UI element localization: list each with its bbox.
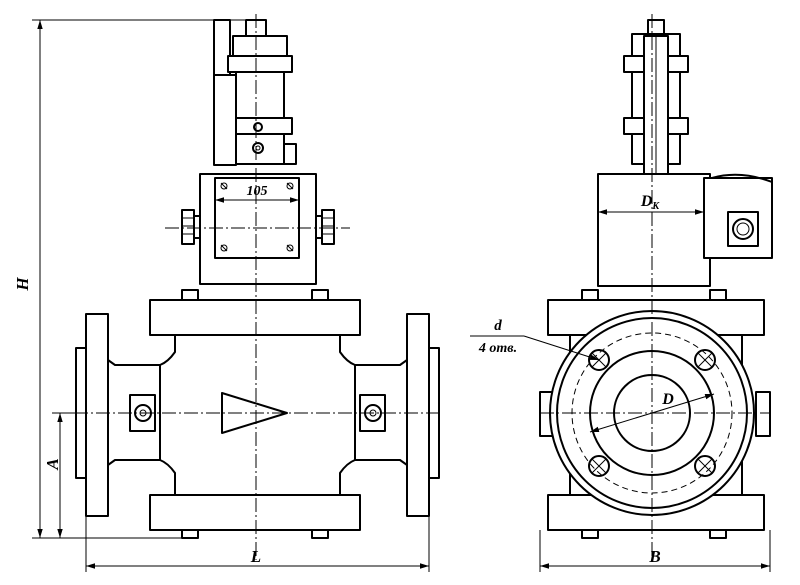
dim-label-A: A: [43, 458, 62, 470]
bolt-hole: [694, 349, 716, 371]
front-actuator: [213, 19, 297, 166]
side-actuator: [623, 19, 689, 175]
front-view: [52, 14, 440, 560]
dim-leader-d: [523, 335, 600, 361]
dim-line-D: [589, 393, 715, 433]
dim-label-dk: DК: [640, 193, 661, 212]
front-bonnet: [181, 173, 335, 301]
dim-label-H: H: [13, 277, 32, 292]
side-bonnet: [581, 173, 773, 301]
dim-label-L: L: [250, 547, 261, 566]
bolt-hole: [588, 455, 610, 477]
dim-label-D: D: [661, 391, 674, 408]
dim-label-d: d: [494, 318, 502, 334]
bolt-hole: [694, 455, 716, 477]
dimensions: H A L B 105 DК d 4 отв. D: [13, 19, 771, 572]
side-view: [539, 14, 773, 560]
front-body: [107, 334, 408, 496]
front-left-flange: [85, 313, 109, 517]
front-bottom-cover: [149, 494, 361, 531]
front-right-flange: [406, 313, 430, 517]
dim-label-B: B: [648, 547, 660, 566]
dim-label-105: 105: [247, 184, 268, 199]
front-top-cover: [149, 299, 361, 336]
dim-label-holes: 4 отв.: [478, 341, 517, 356]
